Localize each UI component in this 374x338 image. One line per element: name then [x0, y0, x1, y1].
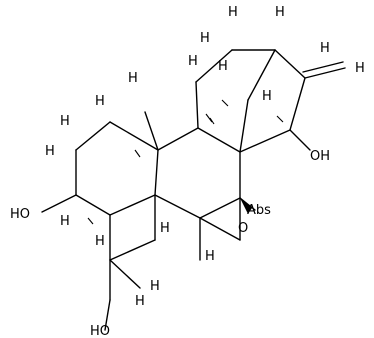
h-12: H [45, 144, 55, 159]
h-16: H [205, 249, 215, 264]
h-15: H [160, 221, 170, 236]
h-11: H [60, 114, 70, 129]
h-17: H [150, 279, 160, 294]
h-10: H [95, 94, 105, 109]
label-oh-upper-right: OH [310, 149, 330, 164]
h-9: H [128, 71, 138, 86]
substituents [41, 111, 311, 331]
h-18: H [135, 294, 145, 309]
hydrogen-labels: H H H H H H H H H H H H H H H H H H [45, 5, 365, 309]
h-7: H [320, 41, 330, 56]
h-5: H [188, 54, 198, 69]
ring-b [154, 127, 241, 219]
h-8: H [355, 61, 365, 76]
label-ho-left: HO [10, 207, 30, 222]
h-13: H [60, 214, 70, 229]
ring-c-bridge [195, 49, 346, 153]
h-1: H [228, 5, 238, 20]
label-ho-bottom: HO [90, 324, 110, 338]
ring-a-lower [109, 194, 156, 261]
stereo-marks [87, 99, 284, 225]
h-3: H [200, 31, 210, 46]
ring-a [75, 121, 159, 216]
h-6: H [262, 89, 272, 104]
h-2: H [275, 5, 285, 20]
h-4: H [218, 59, 228, 74]
atom-labels: OH HO Abs O HO [10, 149, 330, 338]
ring-b-lower [199, 197, 241, 261]
label-abs: Abs [247, 203, 271, 218]
label-o-lower: O [238, 221, 248, 236]
h-14: H [95, 234, 105, 249]
